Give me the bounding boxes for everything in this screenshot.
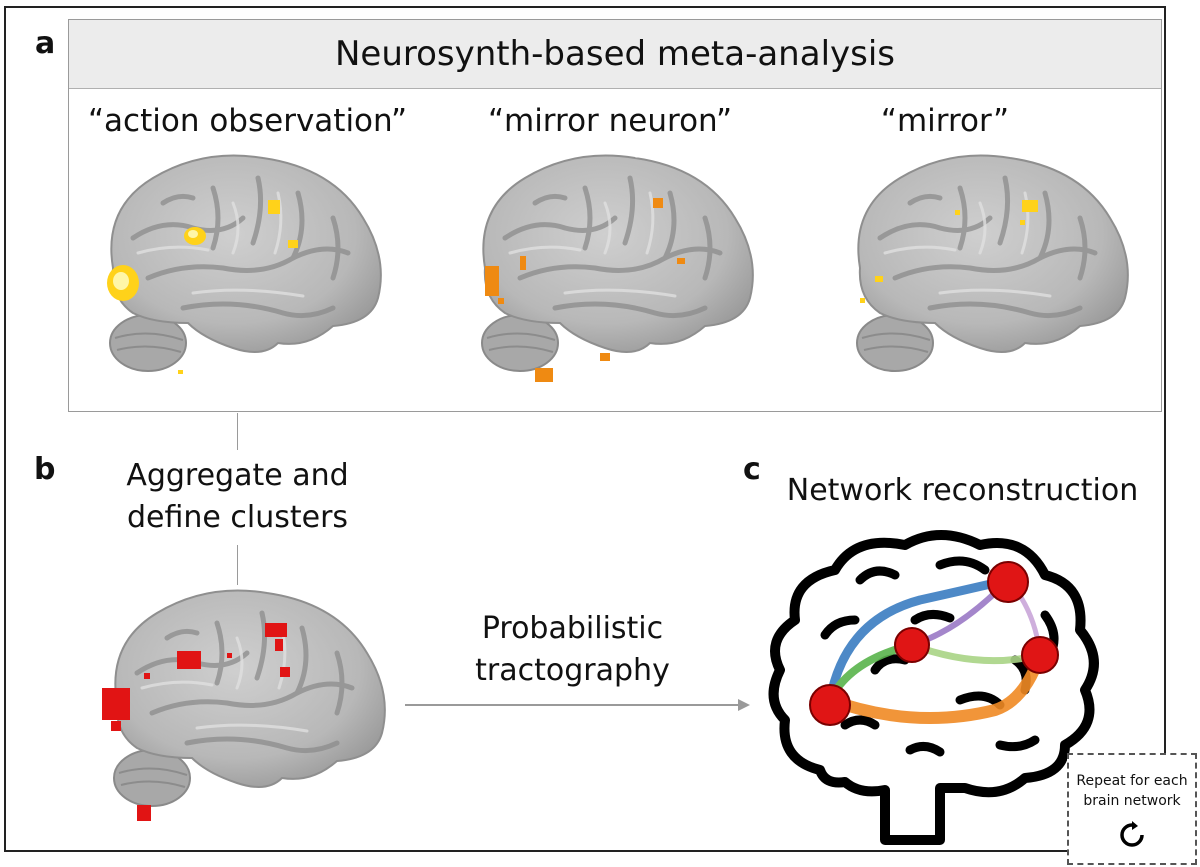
term-mirror: “mirror” — [880, 103, 1010, 139]
panel-c-letter: c — [743, 452, 761, 487]
term-action-observation: “action observation” — [88, 103, 408, 139]
repeat-note-line2: brain network — [1083, 793, 1181, 809]
tractography-label-line1: Probabilistic — [481, 611, 664, 646]
figure-frame — [4, 6, 1166, 852]
repeat-note-line1: Repeat for each — [1076, 773, 1188, 789]
connector-line-lower — [237, 545, 238, 585]
panel-b-letter: b — [34, 452, 56, 487]
term-mirror-neuron: “mirror neuron” — [487, 103, 733, 139]
repeat-note-box: Repeat for each brain network — [1067, 753, 1197, 865]
network-reconstruction-title: Network reconstruction — [786, 473, 1139, 508]
brain-clusters — [102, 583, 397, 821]
brain-mirror-neuron — [465, 148, 765, 382]
tractography-arrow — [405, 699, 750, 711]
aggregate-label-line1: Aggregate and — [126, 458, 349, 493]
brain-action-observation — [107, 148, 393, 374]
connector-line-upper — [237, 413, 238, 450]
aggregate-label-line2: define clusters — [126, 500, 349, 535]
panel-a-letter: a — [35, 26, 56, 61]
brain-mirror — [840, 148, 1140, 398]
repeat-cycle-icon — [1120, 821, 1144, 847]
tractography-label-line2: tractography — [475, 653, 670, 688]
brain-network-icon — [768, 530, 1099, 845]
panel-a-title: Neurosynth-based meta-analysis — [69, 20, 1161, 89]
